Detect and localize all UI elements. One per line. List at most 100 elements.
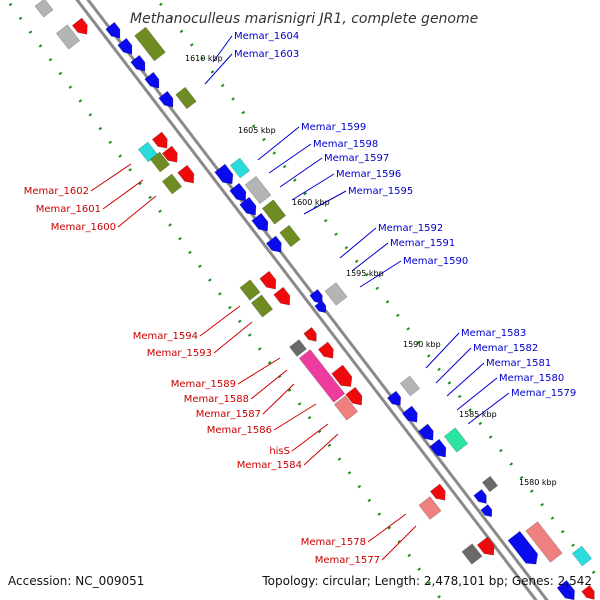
gene-feature	[71, 17, 88, 35]
gene-label[interactable]: Memar_1592	[378, 223, 443, 234]
gene-feature	[229, 182, 247, 202]
gene-label[interactable]: Memar_1580	[499, 373, 564, 384]
label-leader	[273, 403, 317, 431]
gene-label[interactable]: Memar_1596	[336, 169, 401, 180]
gene-label[interactable]: Memar_1579	[511, 388, 576, 399]
gene-label[interactable]: Memar_1588	[184, 394, 249, 405]
gene-feature	[239, 196, 257, 216]
tick-ring-2	[155, 0, 600, 579]
gene-feature	[55, 24, 81, 50]
label-leader	[435, 347, 472, 384]
gene-label[interactable]: Memar_1589	[171, 379, 236, 390]
gene-label[interactable]: Memar_1582	[473, 343, 538, 354]
gene-label[interactable]: Memar_1598	[313, 139, 378, 150]
label-leader	[303, 190, 347, 215]
gene-feature	[473, 488, 487, 504]
gene-feature	[214, 163, 234, 185]
gene-label[interactable]: Memar_1599	[301, 122, 366, 133]
gene-label[interactable]: Memar_1603	[234, 49, 299, 60]
gene-label[interactable]: Memar_1594	[133, 331, 198, 342]
gene-feature	[556, 580, 575, 600]
label-leader	[381, 525, 417, 561]
label-leader	[212, 35, 233, 63]
kbp-mark: 1580 kbp	[519, 478, 557, 487]
map-title: Methanoculleus marisnigri JR1, complete …	[130, 11, 478, 27]
gene-feature	[525, 521, 563, 563]
label-leader	[456, 377, 498, 411]
label-leader	[262, 383, 295, 415]
label-leader	[102, 179, 144, 210]
gene-label[interactable]: Memar_1578	[301, 537, 366, 548]
gene-label[interactable]: hisS	[269, 446, 290, 457]
gene-feature	[250, 294, 274, 318]
label-leaders	[90, 35, 510, 561]
kbp-mark: 1585 kbp	[459, 410, 497, 419]
gene-feature	[34, 0, 54, 18]
gene-feature	[571, 545, 593, 567]
label-leader	[339, 227, 377, 259]
gene-label[interactable]: Memar_1595	[348, 186, 413, 197]
gene-label[interactable]: Memar_1587	[196, 409, 261, 420]
gene-label[interactable]: Memar_1577	[315, 555, 380, 566]
gene-feature	[443, 427, 469, 453]
label-leader	[425, 332, 460, 369]
gene-feature	[244, 175, 272, 205]
label-leader	[213, 321, 253, 354]
gene-feature	[399, 375, 421, 397]
gene-label[interactable]: Memar_1591	[390, 238, 455, 249]
gene-feature	[429, 438, 447, 458]
gene-feature	[418, 496, 442, 520]
gene-feature	[158, 90, 174, 108]
gene-feature	[261, 199, 287, 225]
gene-label[interactable]: Memar_1600	[51, 222, 116, 233]
label-leader	[117, 195, 157, 228]
genome-stats: Topology: circular; Length: 2,478,101 bp…	[261, 574, 592, 588]
gene-label[interactable]: Memar_1602	[24, 186, 89, 197]
gene-feature	[317, 341, 334, 359]
gene-label[interactable]: Memar_1586	[207, 425, 272, 436]
gene-feature	[298, 349, 346, 403]
gene-feature	[175, 86, 197, 110]
gene-feature	[137, 141, 159, 163]
tick-ring-1	[5, 0, 442, 599]
gene-feature	[149, 151, 171, 173]
gene-feature	[480, 504, 493, 518]
kbp-mark: 1590 kbp	[403, 340, 441, 349]
gene-feature	[239, 279, 261, 301]
gene-feature	[507, 530, 538, 565]
gene-feature	[265, 235, 282, 253]
gene-label[interactable]: Memar_1604	[234, 31, 299, 42]
label-leader	[467, 392, 510, 425]
gene-feature	[314, 300, 327, 314]
label-leader	[250, 369, 288, 400]
gene-feature	[324, 282, 348, 306]
accession-label: Accession: NC_009051	[8, 574, 144, 588]
gene-label[interactable]: Memar_1597	[324, 153, 389, 164]
gene-label[interactable]: Memar_1584	[237, 460, 302, 471]
label-leader	[367, 513, 407, 543]
gene-label[interactable]: Memar_1590	[403, 256, 468, 267]
label-leader	[268, 143, 312, 174]
gene-feature	[177, 164, 195, 184]
gene-label[interactable]: Memar_1601	[36, 204, 101, 215]
gene-feature	[105, 21, 121, 39]
gene-feature	[144, 71, 160, 89]
gene-feature	[331, 364, 353, 388]
gene-feature	[279, 224, 301, 248]
gene-feature	[161, 173, 183, 195]
gene-feature	[229, 157, 251, 179]
label-leader	[359, 260, 402, 288]
gene-label[interactable]: Memar_1593	[147, 348, 212, 359]
gene-feature	[386, 390, 402, 406]
gene-label[interactable]: Memar_1583	[461, 328, 526, 339]
backbone-line-outer	[75, 0, 538, 600]
kbp-mark: 1605 kbp	[238, 126, 276, 135]
label-leader	[291, 173, 335, 201]
label-leader	[257, 126, 300, 161]
label-leader	[199, 305, 241, 337]
gene-label[interactable]: Memar_1581	[486, 358, 551, 369]
label-leader	[237, 357, 281, 385]
